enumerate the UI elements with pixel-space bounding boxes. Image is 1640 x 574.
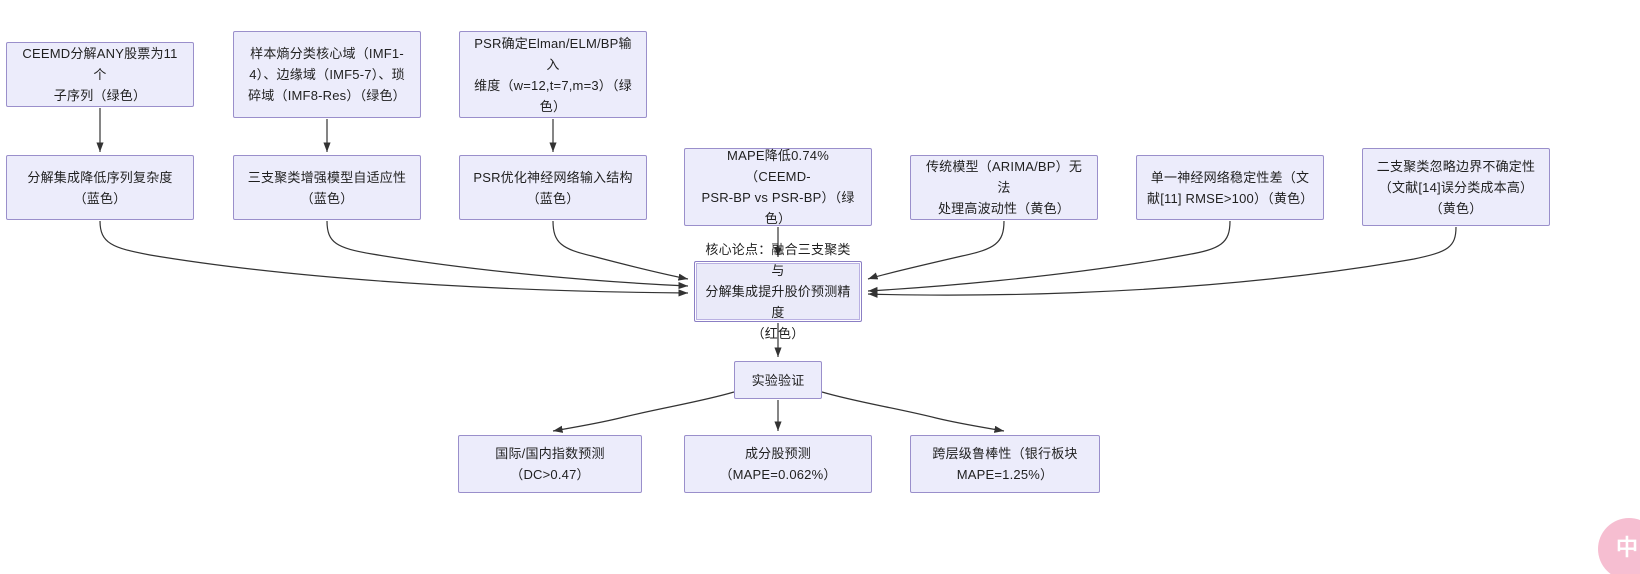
node-label: 单一神经网络稳定性差（文 献[11] RMSE>100）（黄色） [1147,169,1314,206]
node-label: 实验验证 [751,372,805,388]
node-three-way-clustering-adaptivity[interactable]: 三支聚类增强模型自适应性 （蓝色） [233,155,421,220]
node-mape-improvement-evidence[interactable]: MAPE降低0.74%（CEEMD- PSR-BP vs PSR-BP）（绿 色… [684,148,872,226]
node-psr-input-dimension[interactable]: PSR确定Elman/ELM/BP输入 维度（w=12,t=7,m=3）（绿 色… [459,31,647,118]
node-label: 二支聚类忽略边界不确定性 （文献[14]误分类成本高） （黄色） [1376,158,1536,216]
node-label: 成分股预测 （MAPE=0.062%） [719,446,837,482]
node-ceemd-decomposition[interactable]: CEEMD分解ANY股票为11个 子序列（绿色） [6,42,194,107]
edge-n8-n11 [867,220,1005,280]
edge-n4-n11 [99,220,689,297]
node-decomposition-reduces-complexity[interactable]: 分解集成降低序列复杂度 （蓝色） [6,155,194,220]
node-sample-entropy-classification[interactable]: 样本熵分类核心域（IMF1- 4）、边缘域（IMF5-7）、琐 碎域（IMF8-… [233,31,421,118]
node-label: 三支聚类增强模型自适应性 （蓝色） [247,169,407,206]
edge-n12-n13 [552,391,735,433]
node-label: PSR确定Elman/ELM/BP输入 维度（w=12,t=7,m=3）（绿 色… [474,35,632,114]
node-constituent-stock-result[interactable]: 成分股预测 （MAPE=0.062%） [684,435,872,493]
edge-n10-n11 [867,226,1457,298]
node-traditional-model-gap[interactable]: 传统模型（ARIMA/BP）无法 处理高波动性（黄色） [910,155,1098,220]
node-label: MAPE降低0.74%（CEEMD- PSR-BP vs PSR-BP）（绿 色… [701,148,855,226]
node-label: CEEMD分解ANY股票为11个 子序列（绿色） [22,46,178,103]
watermark-text: 中 [1615,535,1638,560]
edge-n6-n11 [552,220,689,281]
node-label: 跨层级鲁棒性（银行板块 MAPE=1.25%） [932,446,1078,482]
edge-n5-n11 [326,220,689,290]
node-two-way-clustering-gap[interactable]: 二支聚类忽略边界不确定性 （文献[14]误分类成本高） （黄色） [1362,148,1550,226]
node-label: 样本熵分类核心域（IMF1- 4）、边缘域（IMF5-7）、琐 碎域（IMF8-… [248,46,406,103]
node-label: 传统模型（ARIMA/BP）无法 处理高波动性（黄色） [925,159,1083,216]
node-index-forecast-result[interactable]: 国际/国内指数预测 （DC>0.47） [458,435,642,493]
edge-n12-n15 [821,391,1005,433]
node-label: 国际/国内指数预测 （DC>0.47） [495,446,605,482]
node-psr-optimizes-nn-structure[interactable]: PSR优化神经网络输入结构 （蓝色） [459,155,647,220]
node-core-claim[interactable]: 核心论点：融合三支聚类与 分解集成提升股价预测精度 （红色） [694,242,862,341]
node-label: 核心论点：融合三支聚类与 分解集成提升股价预测精度 （红色） [705,242,851,341]
watermark-badge: 中 [1598,518,1640,574]
node-label: PSR优化神经网络输入结构 （蓝色） [473,169,633,206]
node-label: 分解集成降低序列复杂度 （蓝色） [27,169,173,206]
node-single-nn-stability-gap[interactable]: 单一神经网络稳定性差（文 献[11] RMSE>100）（黄色） [1136,155,1324,220]
edge-n9-n11 [867,220,1231,295]
node-cross-level-robustness-result[interactable]: 跨层级鲁棒性（银行板块 MAPE=1.25%） [910,435,1100,493]
node-experimental-validation[interactable]: 实验验证 [734,361,822,399]
